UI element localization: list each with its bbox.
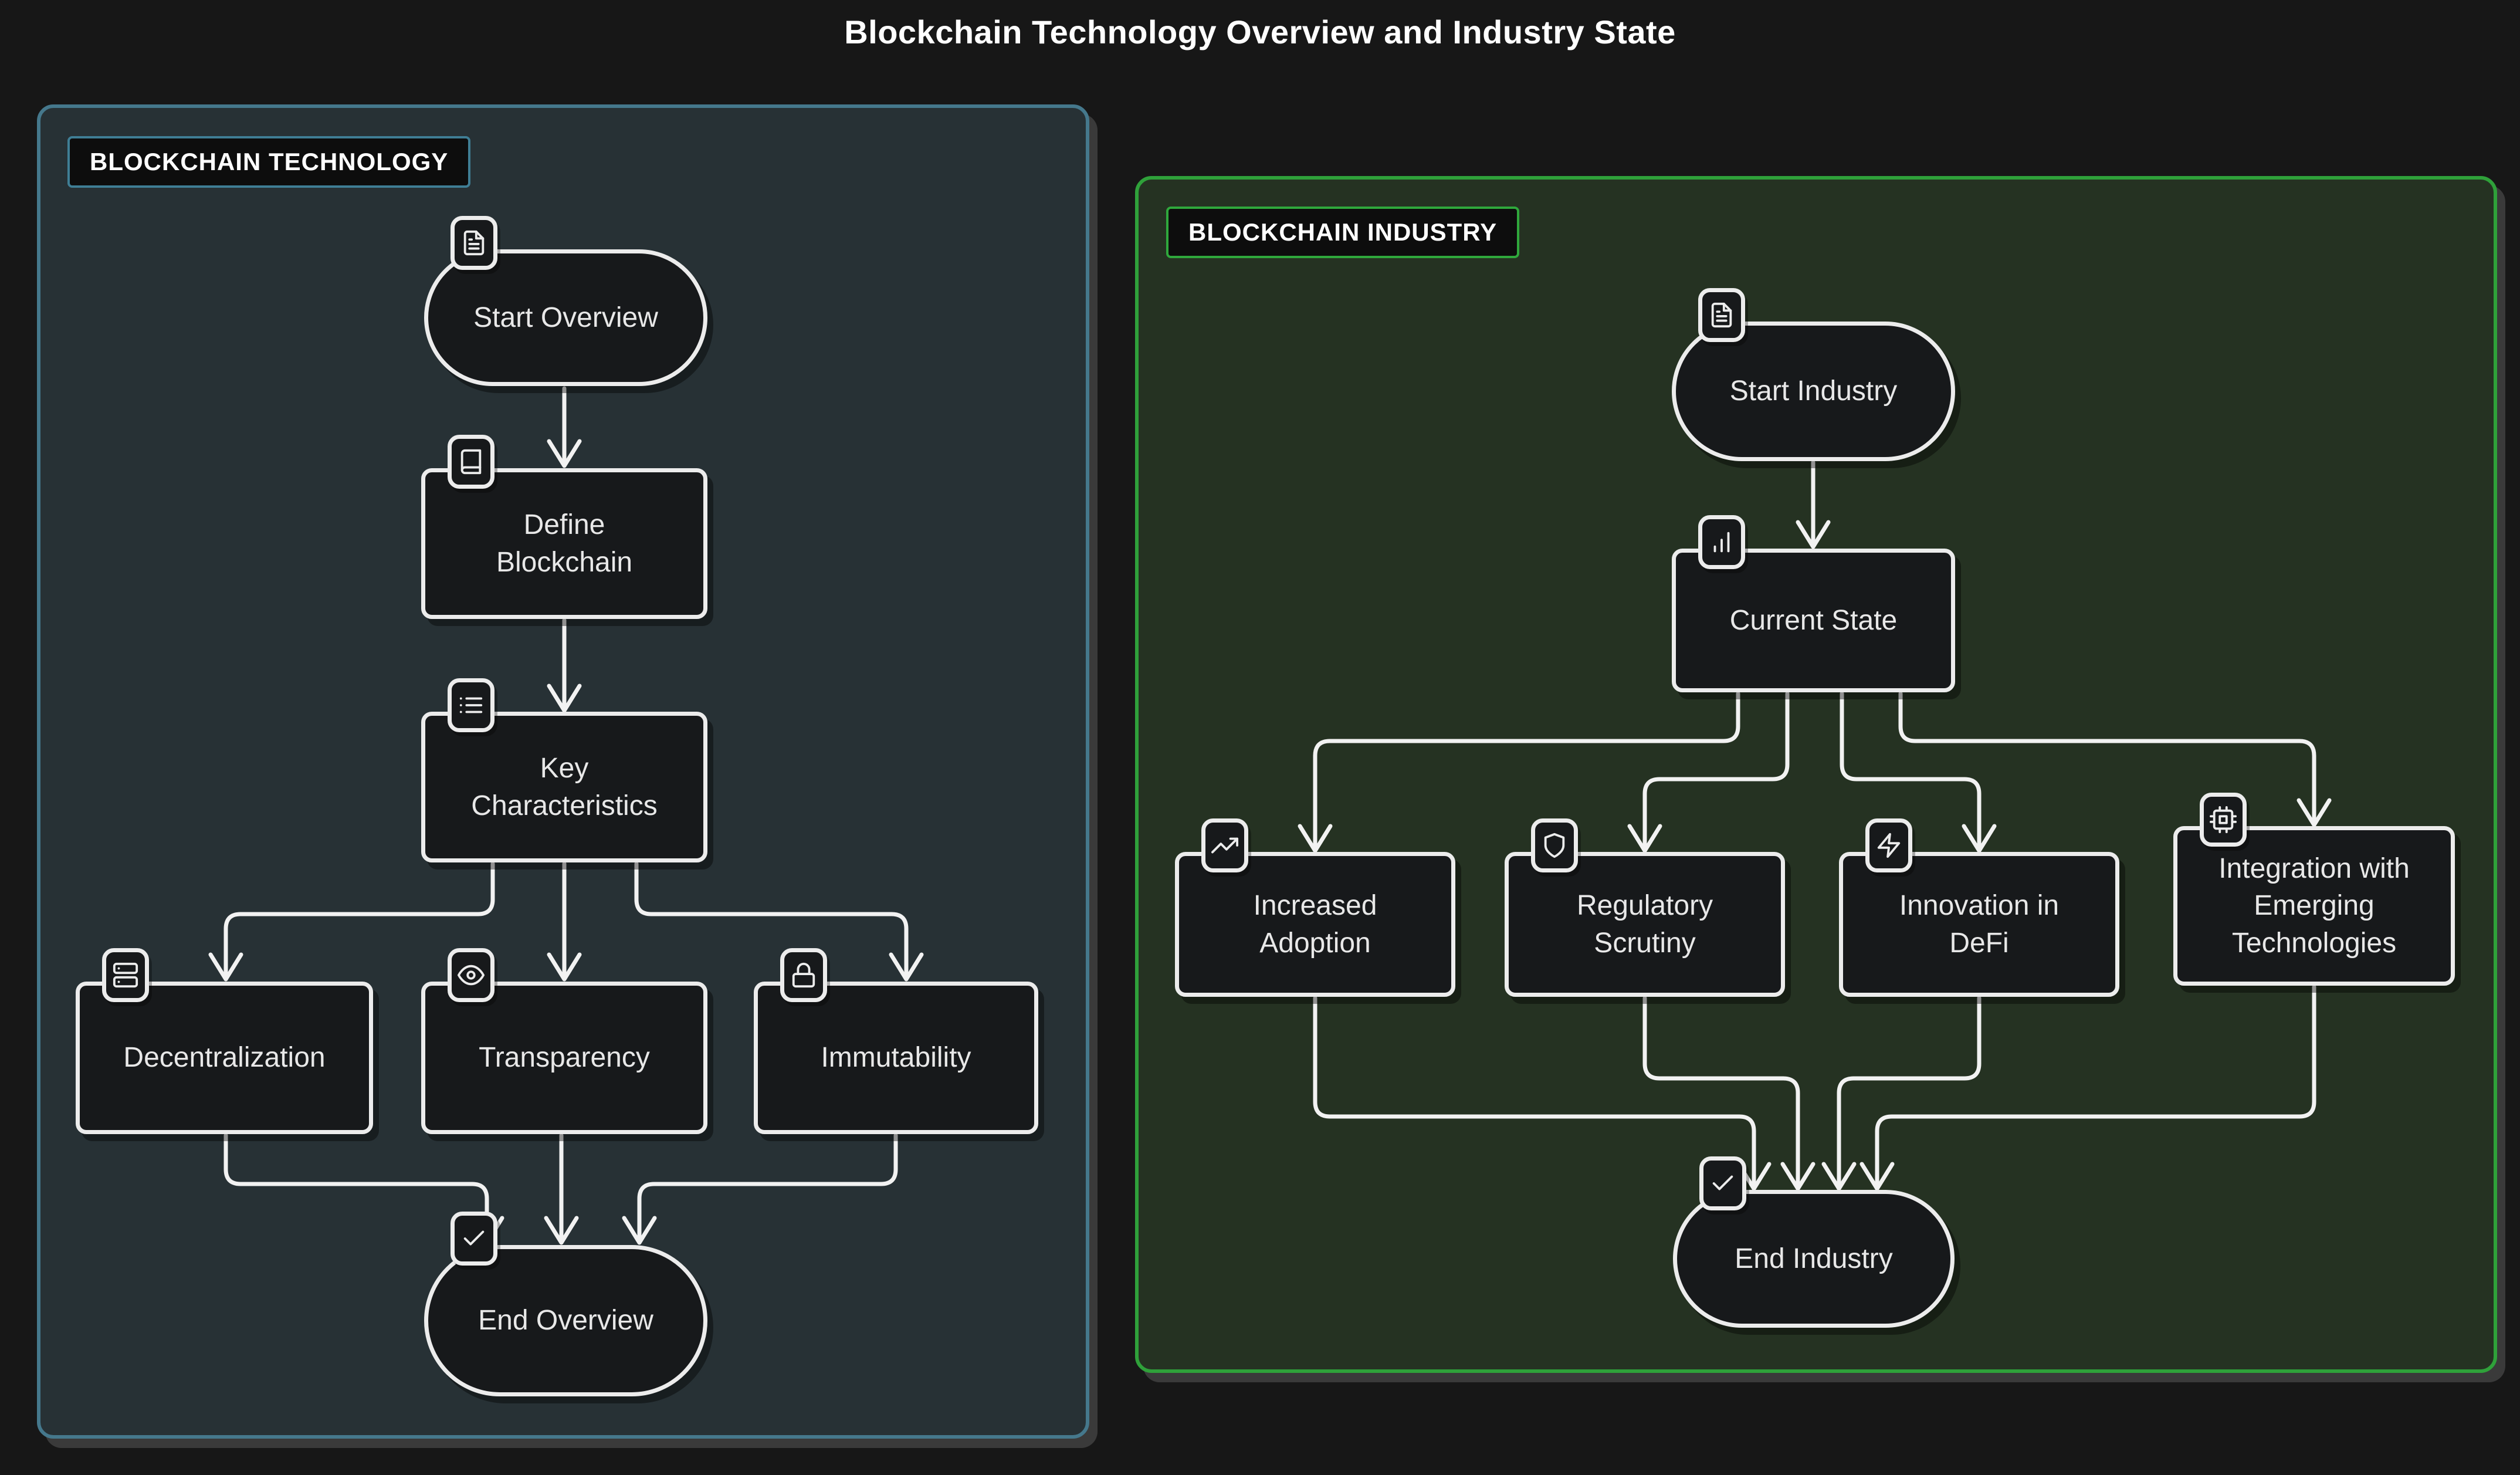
node-start-industry: Start Industry bbox=[1672, 288, 1955, 461]
zap-icon bbox=[1865, 818, 1912, 872]
node-transparency: Transparency bbox=[421, 948, 707, 1134]
node-decentralization: Decentralization bbox=[76, 948, 373, 1134]
node-label: End Overview bbox=[478, 1305, 653, 1337]
node-label: Current State bbox=[1729, 604, 1898, 636]
node-end-overview: End Overview bbox=[424, 1212, 707, 1396]
node-immutability: Immutability bbox=[754, 948, 1038, 1134]
node-label: End Industry bbox=[1735, 1243, 1893, 1274]
node-label: Innovation in DeFi bbox=[1899, 890, 2060, 959]
node-label: Key Characteristics bbox=[471, 753, 658, 821]
node-increased-adoption: Increased Adoption bbox=[1175, 818, 1455, 997]
node-label: Integration with Emerging Technologies bbox=[2218, 852, 2410, 959]
node-end-industry: End Industry bbox=[1673, 1156, 1955, 1328]
node-label: Decentralization bbox=[123, 1042, 326, 1074]
eye-icon bbox=[448, 948, 494, 1002]
list-icon bbox=[448, 678, 494, 732]
node-innovation-defi: Innovation in DeFi bbox=[1839, 818, 2119, 997]
server-icon bbox=[102, 948, 149, 1002]
node-key-characteristics: Key Characteristics bbox=[421, 678, 707, 862]
node-define-blockchain: Define Blockchain bbox=[421, 435, 707, 619]
node-label: Start Industry bbox=[1729, 375, 1898, 407]
page-title: Blockchain Technology Overview and Indus… bbox=[844, 13, 1676, 50]
node-label: Regulatory Scrutiny bbox=[1576, 890, 1713, 959]
node-label: Transparency bbox=[479, 1042, 650, 1074]
node-current-state: Current State bbox=[1672, 515, 1955, 692]
subgraph-label-industry: BLOCKCHAIN INDUSTRY bbox=[1166, 207, 1520, 258]
check-icon bbox=[451, 1212, 497, 1266]
file-text-icon bbox=[1698, 288, 1745, 342]
lock-icon bbox=[780, 948, 827, 1002]
cpu-icon bbox=[2200, 793, 2247, 847]
node-label: Immutability bbox=[821, 1042, 971, 1074]
node-label: Start Overview bbox=[473, 302, 658, 333]
check-icon bbox=[1699, 1156, 1746, 1210]
shield-icon bbox=[1531, 818, 1578, 872]
trending-up-icon bbox=[1201, 818, 1248, 872]
node-start-overview: Start Overview bbox=[424, 216, 707, 386]
node-integration-emerging: Integration with Emerging Technologies bbox=[2173, 793, 2455, 986]
node-label: Increased Adoption bbox=[1253, 890, 1377, 959]
node-regulatory-scrutiny: Regulatory Scrutiny bbox=[1505, 818, 1785, 997]
subgraph-label-technology: BLOCKCHAIN TECHNOLOGY bbox=[67, 136, 471, 188]
node-label: Define Blockchain bbox=[496, 509, 633, 578]
bar-chart-icon bbox=[1698, 515, 1745, 569]
book-icon bbox=[448, 435, 494, 489]
file-text-icon bbox=[451, 216, 497, 270]
